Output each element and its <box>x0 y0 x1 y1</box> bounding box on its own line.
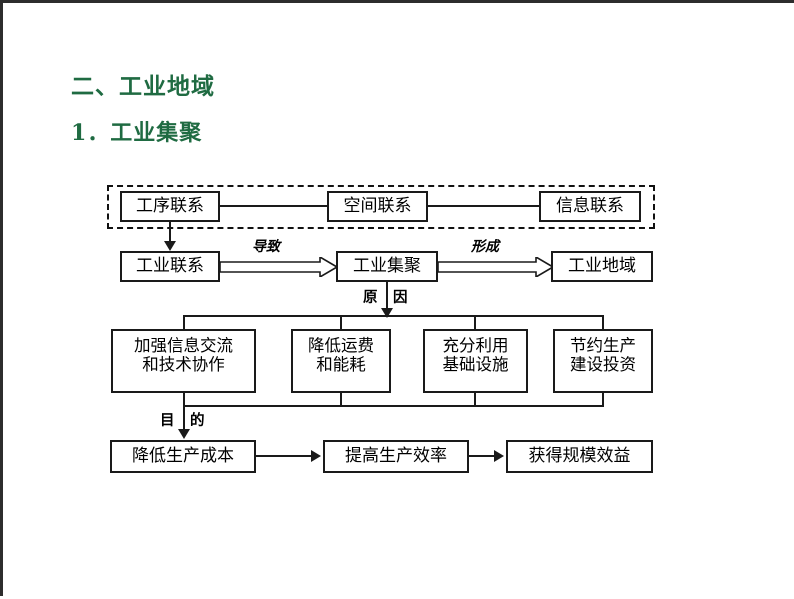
label-reason-right: 因 <box>393 289 408 306</box>
bracket-stub-goal-1 <box>183 393 185 406</box>
label-purpose-left: 目 <box>160 412 175 429</box>
flowchart-diagram: 工序联系 空间联系 信息联系 工业联系 工业集聚 工业地域 导致 形成 <box>3 3 794 599</box>
node-reason-investment-line2: 建设投资 <box>570 355 636 375</box>
node-reason-info-tech-line2: 和技术协作 <box>142 355 225 375</box>
node-goal-scale-benefit[interactable]: 获得规模效益 <box>506 440 653 473</box>
bracket-stub-reason-3 <box>474 315 476 329</box>
node-reason-freight-energy-line2: 和能耗 <box>316 355 366 375</box>
bracket-stub-reason-2 <box>340 315 342 329</box>
label-cause: 导致 <box>252 239 280 255</box>
node-industrial-agglomeration[interactable]: 工业集聚 <box>336 251 438 282</box>
node-industrial-region[interactable]: 工业地域 <box>551 251 653 282</box>
label-purpose-right: 的 <box>190 412 205 429</box>
connector-process-to-spatial <box>220 205 327 207</box>
node-reason-freight-energy-line1: 降低运费 <box>308 336 374 355</box>
node-goal-lower-cost[interactable]: 降低生产成本 <box>110 440 256 473</box>
node-spatial-linkage[interactable]: 空间联系 <box>327 191 428 222</box>
node-reason-infrastructure[interactable]: 充分利用 基础设施 <box>423 329 528 393</box>
connector-agglomeration-to-reasons <box>386 282 388 312</box>
arrow-down-to-industrial-linkage <box>164 241 176 251</box>
node-information-linkage[interactable]: 信息联系 <box>539 191 641 222</box>
node-reason-investment-line1: 节约生产 <box>570 336 636 355</box>
node-goal-raise-efficiency[interactable]: 提高生产效率 <box>323 440 469 473</box>
node-reason-investment[interactable]: 节约生产 建设投资 <box>553 329 653 393</box>
connector-spatial-to-information <box>428 205 539 207</box>
bracket-stub-reason-1 <box>183 315 185 329</box>
bracket-stub-goal-2 <box>340 393 342 406</box>
bracket-bottom-reasons <box>183 405 604 407</box>
arrow-right-to-benefit <box>494 450 504 462</box>
arrow-right-to-efficiency <box>311 450 321 462</box>
node-reason-info-tech-line1: 加强信息交流 <box>134 336 233 355</box>
connector-cost-to-efficiency <box>256 455 312 457</box>
node-reason-infrastructure-line1: 充分利用 <box>442 336 509 355</box>
page-title-subsection: 1．工业集聚 <box>71 120 203 146</box>
connector-efficiency-to-benefit <box>469 455 495 457</box>
arrow-down-to-reasons <box>381 308 393 318</box>
label-reason-left: 原 <box>363 289 378 306</box>
connector-process-to-industrial-linkage <box>169 222 171 243</box>
block-arrow-cause <box>220 257 338 277</box>
bracket-stub-goal-3 <box>474 393 476 406</box>
node-industrial-linkage[interactable]: 工业联系 <box>120 251 220 282</box>
node-process-linkage[interactable]: 工序联系 <box>120 191 220 222</box>
bracket-top-reasons <box>183 315 604 317</box>
page-title-section: 二、工业地域 <box>71 73 215 100</box>
connector-reasons-to-goal <box>183 405 185 432</box>
label-form: 形成 <box>471 239 499 255</box>
block-arrow-form <box>438 257 554 277</box>
arrow-down-to-goal <box>178 429 190 439</box>
node-reason-infrastructure-line2: 基础设施 <box>442 355 509 375</box>
bracket-stub-goal-4 <box>602 393 604 406</box>
node-reason-info-tech[interactable]: 加强信息交流 和技术协作 <box>111 329 256 393</box>
node-reason-freight-energy[interactable]: 降低运费 和能耗 <box>291 329 391 393</box>
dashed-group-linkage-types <box>107 185 655 229</box>
bracket-stub-reason-4 <box>602 315 604 329</box>
